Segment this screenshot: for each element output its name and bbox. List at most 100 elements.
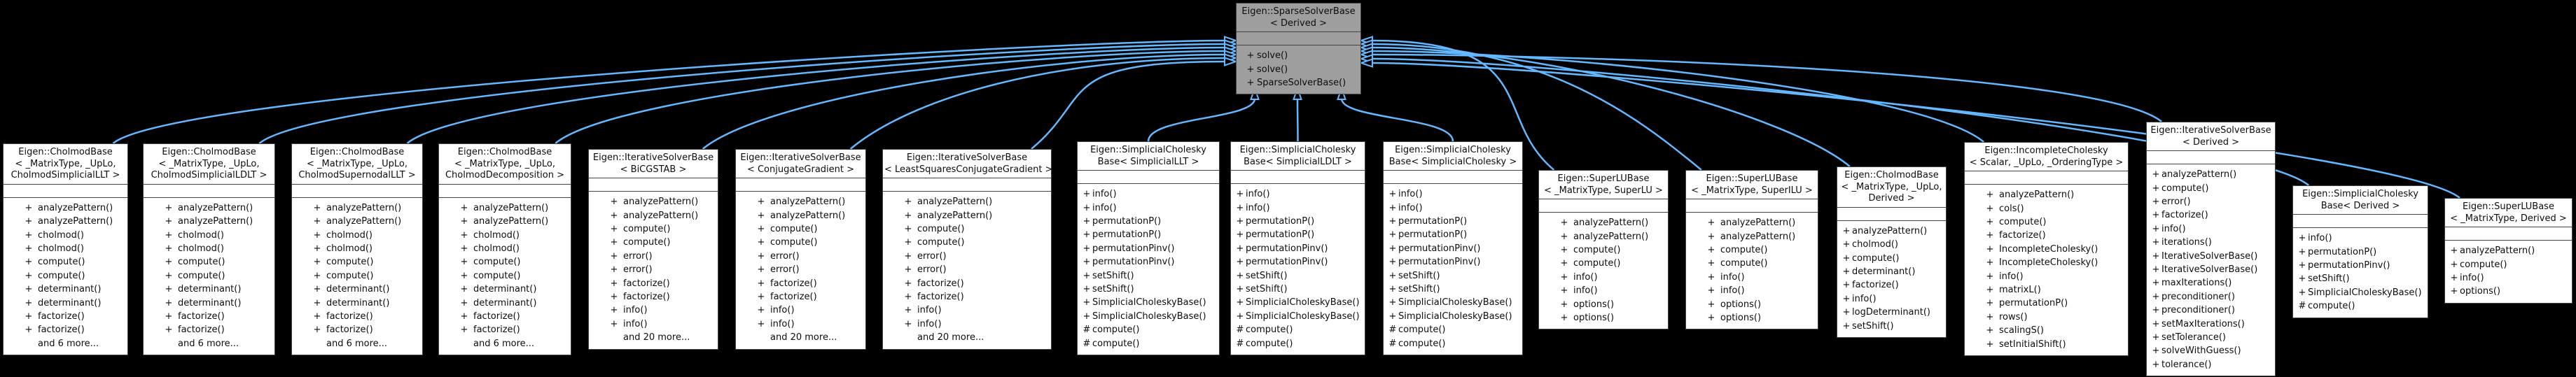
visibility-sign: +: [313, 311, 321, 322]
class-node-cholmod-base-cholmod-decomposition[interactable]: Eigen::CholmodBase< _MatrixType, _UpLo,C…: [438, 143, 571, 356]
class-node-cholmod-base-cholmod-simplicial-ldlt[interactable]: Eigen::CholmodBase< _MatrixType, _UpLo,C…: [143, 143, 275, 356]
inheritance-edge: [406, 46, 1226, 144]
class-node-incomplete-cholesky[interactable]: Eigen::IncompleteCholesky< Scalar, _UpLo…: [1964, 142, 2129, 357]
method-name: determinant(): [38, 297, 102, 308]
visibility-sign: +: [1082, 216, 1091, 227]
class-title: Eigen::IterativeSolverBase< Derived >: [2147, 122, 2275, 152]
attributes-compartment: [1078, 171, 1219, 185]
attributes-compartment: [736, 178, 865, 192]
method-name: compute(): [770, 237, 818, 248]
visibility-sign: +: [1246, 50, 1255, 62]
method-name: permutationPinv(): [1092, 243, 1175, 254]
visibility-sign: +: [757, 224, 765, 234]
visibility-sign: +: [757, 305, 765, 316]
methods-compartment: +info()+info()+permutationP()+permutatio…: [1231, 184, 1365, 355]
visibility-sign: +: [25, 216, 33, 227]
method-name: info(): [917, 318, 942, 329]
method-name: error(): [770, 250, 800, 262]
method-name: IterativeSolverBase(): [2161, 250, 2258, 262]
visibility-sign: +: [1082, 297, 1091, 308]
methods-compartment: +analyzePattern()+analyzePattern()+cholm…: [4, 198, 127, 355]
visibility-sign: +: [25, 270, 33, 281]
class-title: Eigen::IterativeSolverBase< ConjugateGra…: [736, 150, 865, 179]
class-node-superlu-base-superlu[interactable]: Eigen::SuperLUBase< _MatrixType, SuperLU…: [1538, 170, 1669, 330]
method-name: compute(): [770, 224, 818, 234]
visibility-sign: +: [1707, 245, 1715, 255]
method-name: permutationPinv(): [1398, 257, 1481, 268]
more-members-label: and 20 more...: [770, 332, 837, 343]
method-name: info(): [770, 305, 795, 316]
visibility-sign: +: [1986, 298, 1994, 309]
visibility-sign: +: [1986, 190, 1994, 201]
visibility-sign: +: [1388, 189, 1397, 200]
method-name: cholmod(): [473, 229, 520, 241]
class-node-superlu-base-derived[interactable]: Eigen::SuperLUBase< _MatrixType, Derived…: [2444, 198, 2572, 304]
method-name: analyzePattern(): [917, 197, 993, 208]
visibility-sign: +: [1082, 202, 1091, 213]
method-name: cholmod(): [1852, 239, 1898, 250]
method-name: compute(): [473, 270, 521, 281]
method-name: compute(): [2308, 301, 2355, 312]
visibility-sign: +: [2298, 287, 2306, 298]
class-node-iterative-solver-base-conjugate-gradient[interactable]: Eigen::IterativeSolverBase< ConjugateGra…: [735, 149, 866, 350]
inheritance-arrowhead: [1224, 57, 1239, 66]
method-name: setShift(): [1092, 284, 1134, 295]
methods-compartment: +analyzePattern()+cols()+compute()+facto…: [1965, 185, 2128, 355]
visibility-sign: +: [1236, 229, 1244, 241]
visibility-sign: +: [1388, 284, 1397, 295]
method-name: info(): [1092, 202, 1117, 213]
method-name: setShift(): [1246, 284, 1288, 295]
visibility-sign: +: [165, 243, 173, 254]
visibility-sign: +: [313, 270, 321, 281]
method-name: solveWithGuess(): [2161, 346, 2241, 357]
method-name: permutationPinv(): [1398, 243, 1481, 254]
class-node-cholmod-base-derived[interactable]: Eigen::CholmodBase< _MatrixType, _UpLo,D…: [1837, 166, 1947, 339]
class-node-cholmod-base-cholmod-supernodal-llt[interactable]: Eigen::CholmodBase< _MatrixType, _UpLo,C…: [291, 143, 423, 356]
class-node-iterative-solver-base-derived[interactable]: Eigen::IterativeSolverBase< Derived >+an…: [2146, 122, 2276, 377]
class-node-superlu-base-superilu[interactable]: Eigen::SuperLUBase< _MatrixType, SuperIL…: [1685, 170, 1818, 330]
visibility-sign: +: [1236, 311, 1244, 322]
visibility-sign: +: [313, 257, 321, 268]
visibility-sign: +: [2152, 264, 2160, 276]
visibility-sign: +: [25, 243, 33, 254]
method-name: IncompleteCholesky(): [1999, 257, 2098, 269]
visibility-sign: +: [610, 210, 618, 221]
visibility-sign: #: [1236, 338, 1244, 349]
visibility-sign: +: [313, 202, 321, 213]
class-node-sparse-solver-base[interactable]: Eigen::SparseSolverBase< Derived >+solve…: [1236, 3, 1361, 95]
method-name: factorize(): [623, 278, 670, 289]
method-name: info(): [1573, 271, 1598, 283]
visibility-sign: +: [460, 202, 468, 213]
visibility-sign: +: [1246, 64, 1255, 75]
method-name: compute(): [38, 257, 85, 268]
visibility-sign: +: [25, 202, 33, 213]
method-name: compute(): [1398, 325, 1446, 336]
visibility-sign: +: [1388, 229, 1397, 241]
method-name: analyzePattern(): [473, 216, 549, 227]
attributes-compartment: [1237, 32, 1360, 46]
class-title: Eigen::SuperLUBase< _MatrixType, SuperLU…: [1539, 171, 1668, 200]
method-name: analyzePattern(): [1573, 231, 1649, 242]
visibility-sign: +: [1236, 189, 1244, 200]
attributes-compartment: [1837, 208, 1946, 221]
visibility-sign: +: [1082, 284, 1091, 295]
class-node-iterative-solver-base-bicgstab[interactable]: Eigen::IterativeSolverBase< BiCGSTAB >+a…: [588, 149, 718, 350]
method-name: info(): [1092, 189, 1117, 200]
methods-compartment: +analyzePattern()+cholmod()+compute()+de…: [1837, 221, 1946, 337]
method-name: compute(): [623, 237, 671, 248]
visibility-sign: +: [1986, 285, 1994, 296]
visibility-sign: +: [757, 292, 765, 303]
method-name: error(): [2161, 197, 2191, 207]
method-name: factorize(): [473, 325, 520, 336]
visibility-sign: +: [610, 292, 618, 303]
class-node-cholmod-base-cholmod-simplicial-llt[interactable]: Eigen::CholmodBase< _MatrixType, _UpLo,C…: [3, 143, 128, 356]
visibility-sign: +: [610, 264, 618, 276]
class-node-iterative-solver-base-least-squares-conjugate-gradient[interactable]: Eigen::IterativeSolverBase< LeastSquares…: [882, 149, 1052, 350]
more-members-label: and 6 more...: [178, 338, 239, 349]
